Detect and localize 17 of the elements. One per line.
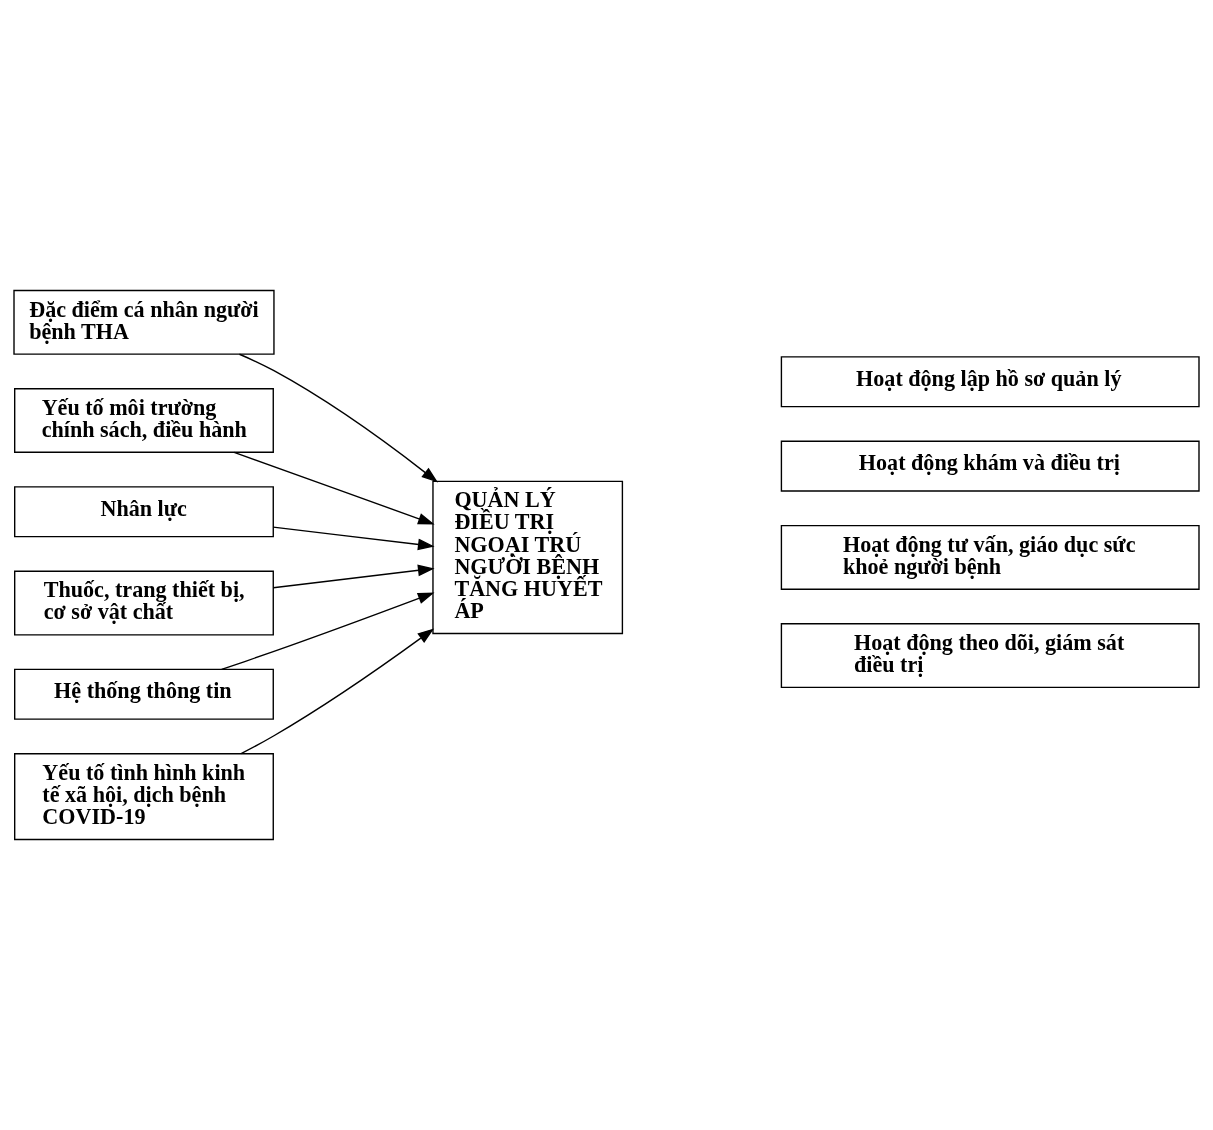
node-box: Đặc điểm cá nhân người bệnh THA — [13, 289, 275, 355]
arrow — [221, 592, 435, 671]
node-box: Nhân lực — [14, 486, 274, 538]
node-box: Hoạt động tư vấn, giáo dục sức khoẻ người bệnh — [780, 524, 1200, 590]
node-box: Thuốc, trang thiết bị, cơ sở vật chất — [14, 570, 274, 636]
node-box: Hoạt động theo dõi, giám sát điều trị — [780, 623, 1200, 689]
arrow — [272, 564, 435, 589]
node-box: QUẢN LÝ ĐIỀU TRỊ NGOẠI TRÚ NGƯỜI BỆNH TĂNG HUYẾT ÁP — [432, 480, 624, 635]
arrow — [233, 451, 435, 525]
arrow — [272, 526, 435, 551]
node-box: Yếu tố tình hình kinh tế xã hội, dịch bệnh COVID-19 — [14, 753, 274, 841]
node-box: Hoạt động khám và điều trị — [780, 440, 1200, 492]
node-box: Yếu tố môi trường chính sách, điều hành — [14, 388, 274, 453]
arrow — [238, 353, 438, 483]
node-box: Hệ thống thông tin — [14, 668, 274, 720]
node-box: Hoạt động lập hồ sơ quản lý — [780, 356, 1200, 408]
arrow — [240, 628, 435, 755]
